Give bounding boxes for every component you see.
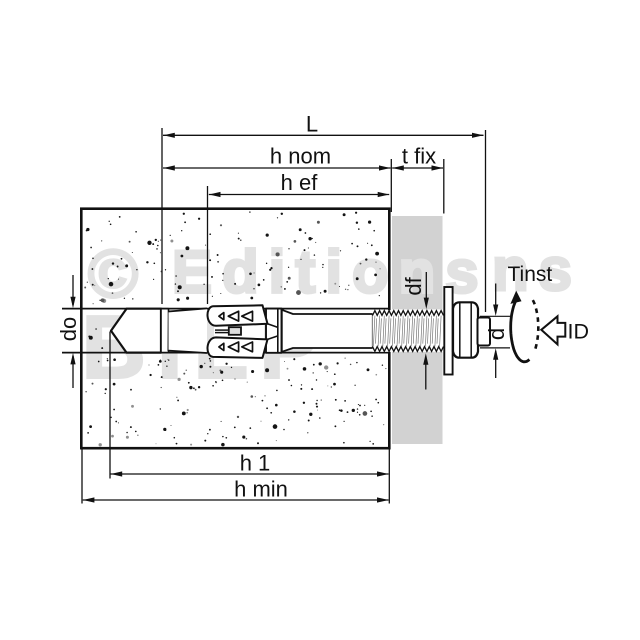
svg-text:L: L: [306, 112, 318, 137]
svg-text:ns: ns: [492, 236, 582, 303]
svg-text:h 1: h 1: [240, 451, 271, 476]
svg-text:ID: ID: [568, 320, 590, 344]
svg-text:h nom: h nom: [270, 144, 331, 169]
svg-text:Tinst: Tinst: [508, 263, 553, 286]
svg-text:h ef: h ef: [281, 170, 319, 195]
svg-text:©: ©: [88, 236, 138, 312]
svg-text:t fix: t fix: [402, 144, 436, 169]
svg-text:Editions: Editions: [172, 239, 489, 306]
svg-text:df: df: [401, 276, 426, 295]
svg-text:h min: h min: [234, 477, 288, 502]
svg-text:do: do: [56, 317, 81, 341]
svg-text:d: d: [484, 328, 509, 340]
